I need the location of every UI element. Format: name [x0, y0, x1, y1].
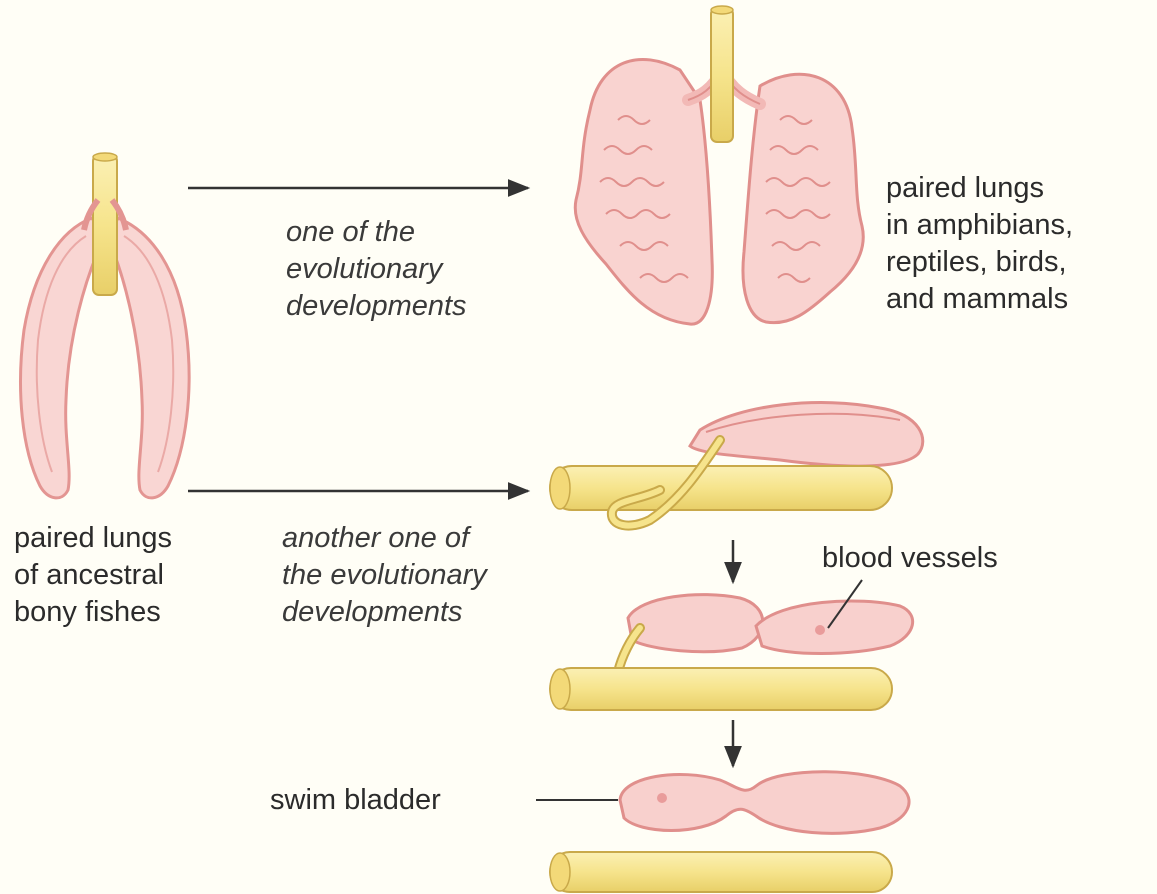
stage2-posterior-chamber: [756, 601, 913, 654]
label-ancestral-line-1: paired lungs: [14, 520, 172, 557]
stage1-lung: [690, 403, 923, 467]
tetrapod-paired-lungs: [575, 6, 863, 324]
swim-bladder-stage-1: [550, 403, 923, 526]
label-path-one-line-2: evolutionary: [286, 251, 467, 288]
label-tetrapod-lungs: paired lungs in amphibians, reptiles, bi…: [886, 170, 1073, 318]
label-blood-vessels: blood vessels: [822, 540, 998, 577]
stage1-gut: [550, 466, 892, 510]
label-tetrapod-line-4: and mammals: [886, 281, 1073, 318]
stage2-gut: [550, 668, 892, 710]
label-swim-bladder: swim bladder: [270, 782, 441, 819]
label-path-two: another one of the evolutionary developm…: [282, 520, 487, 631]
ancestral-paired-lungs: [21, 153, 190, 498]
label-path-one: one of the evolutionary developments: [286, 214, 467, 325]
label-path-two-line-1: another one of: [282, 520, 487, 557]
label-path-one-line-1: one of the: [286, 214, 467, 251]
ancestral-gut-tube: [93, 155, 117, 295]
label-path-one-line-3: developments: [286, 288, 467, 325]
stage2-anterior-chamber: [628, 595, 763, 652]
label-ancestral-line-2: of ancestral: [14, 557, 172, 594]
label-ancestral-lungs: paired lungs of ancestral bony fishes: [14, 520, 172, 631]
label-path-two-line-3: developments: [282, 594, 487, 631]
tetrapod-right-lung: [743, 74, 863, 322]
stage3-gut: [550, 852, 892, 892]
label-tetrapod-line-3: reptiles, birds,: [886, 244, 1073, 281]
swim-bladder-stage-2: [550, 595, 913, 710]
label-path-two-line-2: the evolutionary: [282, 557, 487, 594]
label-ancestral-line-3: bony fishes: [14, 594, 172, 631]
label-tetrapod-line-1: paired lungs: [886, 170, 1073, 207]
tetrapod-gut-tube: [711, 8, 733, 142]
ancestral-right-lung: [108, 218, 189, 498]
label-tetrapod-line-2: in amphibians,: [886, 207, 1073, 244]
swim-bladder-stage-3: [550, 772, 909, 892]
